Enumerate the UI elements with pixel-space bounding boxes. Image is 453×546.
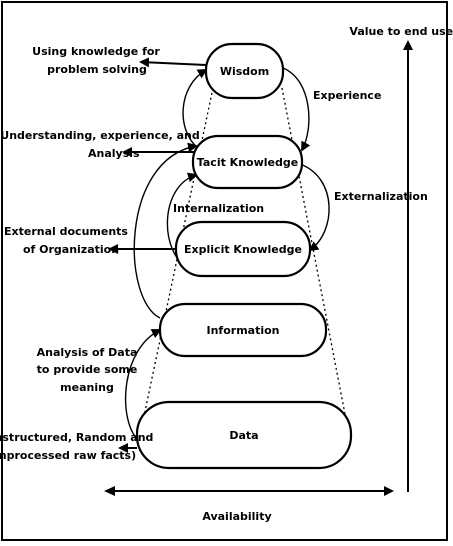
availability-axis-label: Availability bbox=[202, 510, 271, 523]
node-wisdom-label: Wisdom bbox=[220, 65, 269, 78]
curve-info-to-tacit bbox=[133, 142, 198, 319]
externalization-label: Externalization bbox=[334, 190, 428, 203]
note-explicit-line1: External documents bbox=[4, 225, 128, 238]
experience-label: Experience bbox=[313, 89, 381, 102]
note-data-line2: Unprocessed raw facts) bbox=[0, 449, 136, 462]
curve-tacit-to-wisdom bbox=[182, 69, 208, 149]
note-tacit-line1: Understanding, experience, and bbox=[0, 129, 199, 142]
curve-wisdom-to-tacit-experience bbox=[282, 67, 311, 152]
node-wisdom bbox=[204, 42, 285, 100]
node-data-label: Data bbox=[229, 429, 258, 442]
node-data bbox=[135, 400, 353, 470]
node-tacit-knowledge bbox=[191, 134, 304, 190]
note-data-line1: (Unstructured, Random and bbox=[0, 431, 153, 444]
note-info-line1: Analysis of Data bbox=[37, 346, 138, 359]
node-tacit-label: Tacit Knowledge bbox=[197, 156, 298, 169]
note-info-line2: to provide some bbox=[37, 363, 138, 376]
note-wisdom-line2: problem solving bbox=[47, 63, 147, 76]
note-explicit-line2: of Organization bbox=[23, 243, 119, 256]
note-info-line3: meaning bbox=[60, 381, 114, 394]
value-axis-label: Value to end user bbox=[349, 25, 453, 38]
note-tacit-line2: Analysis bbox=[88, 147, 140, 160]
availability-axis-left-head bbox=[104, 486, 115, 496]
node-information bbox=[158, 302, 328, 358]
note-wisdom-line1: Using knowledge for bbox=[32, 45, 160, 58]
curve-tacit-to-explicit-externalization bbox=[299, 163, 330, 252]
arrow-wisdom-note bbox=[139, 57, 207, 68]
node-explicit-label: Explicit Knowledge bbox=[184, 243, 302, 256]
node-information-label: Information bbox=[207, 324, 280, 337]
curve-data-to-info bbox=[124, 329, 162, 441]
internalization-label: Internalization bbox=[173, 202, 264, 215]
